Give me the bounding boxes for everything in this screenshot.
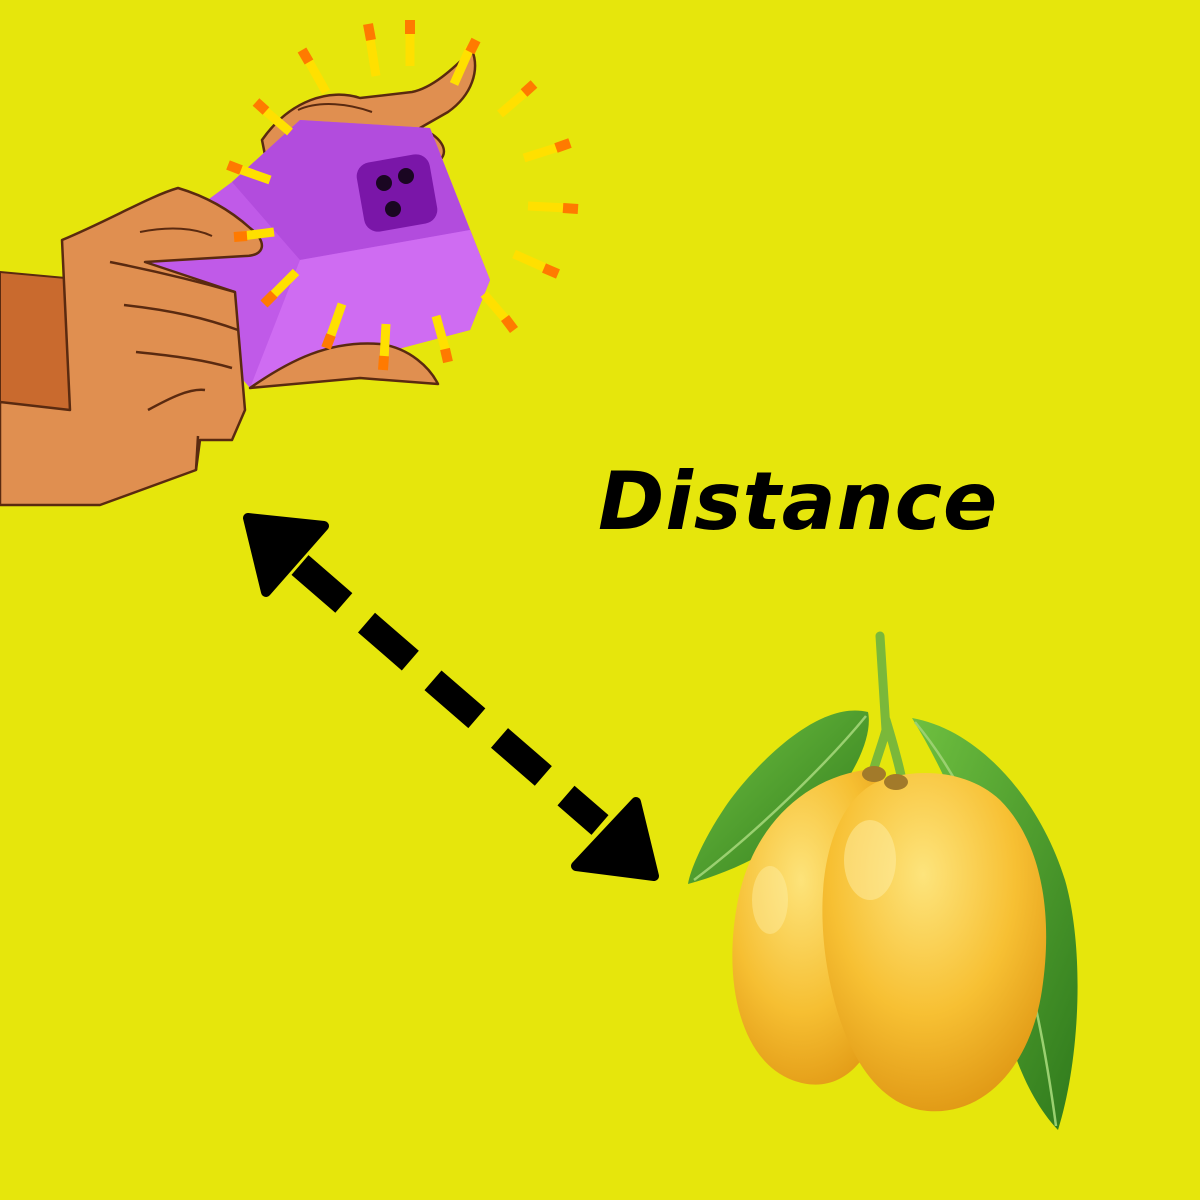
double-headed-dashed-arrow-icon: [243, 513, 659, 881]
wrist: [0, 270, 72, 412]
distance-label: Distance: [598, 455, 999, 548]
lower-thumb: [248, 342, 440, 390]
arrow-head-start: [243, 513, 329, 597]
leaf-left: [688, 710, 869, 884]
mango-right: [822, 773, 1047, 1112]
arrow-shaft: [291, 555, 609, 835]
camera-flash-rays: [226, 20, 579, 371]
hand-holding-phone-icon: [0, 20, 579, 507]
phone-camera-icon: [356, 154, 438, 232]
arrow-head-end: [571, 797, 659, 881]
mango-icon: [688, 631, 1078, 1130]
palm: [0, 186, 263, 507]
